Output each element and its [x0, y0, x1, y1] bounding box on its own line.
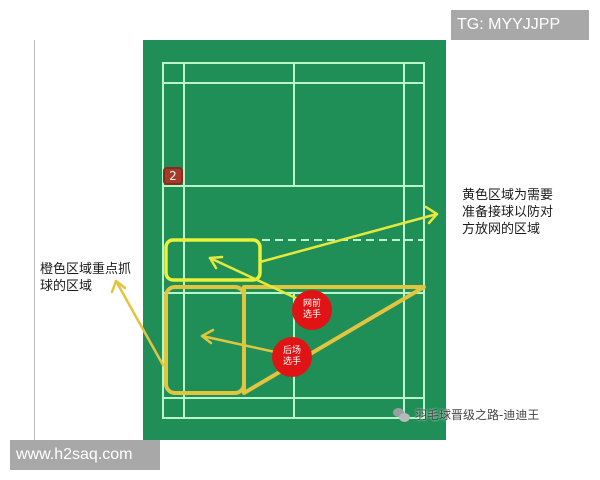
yellow-zone-note-line: 准备接球以防对 [462, 205, 554, 220]
yellow-zone [164, 238, 262, 282]
net-player-label-2: 选手 [302, 310, 321, 320]
arrows [110, 205, 439, 367]
orange-zone-note-line: 球的区域 [40, 279, 93, 294]
left-frame-line [34, 40, 35, 440]
position-badge: 2 [163, 167, 183, 185]
site-watermark: www.h2saq.com [10, 440, 160, 470]
back-player-label-2: 选手 [282, 357, 301, 367]
yellow-zone-note: 黄色区域为需要 准备接球以防对 方放网的区域 [462, 187, 572, 238]
orange-zone-note-line: 橙色区域重点抓 [40, 262, 132, 277]
net-player-label-1: 网前 [302, 299, 321, 309]
yellow-zone-note-line: 方放网的区域 [462, 222, 541, 237]
net-player-marker: 网前 选手 [292, 290, 332, 330]
account-name: 羽毛球晋级之路-迪迪王 [415, 408, 540, 422]
back-player-marker: 后场 选手 [272, 337, 312, 377]
orange-zone-note: 橙色区域重点抓 球的区域 [40, 261, 150, 295]
back-player-label-1: 后场 [282, 346, 301, 356]
tg-watermark: TG: MYYJJPP [451, 10, 589, 40]
wechat-icon [393, 408, 411, 422]
yellow-zone-note-line: 黄色区域为需要 [462, 188, 554, 203]
account-watermark: 羽毛球晋级之路-迪迪王 [393, 406, 539, 424]
